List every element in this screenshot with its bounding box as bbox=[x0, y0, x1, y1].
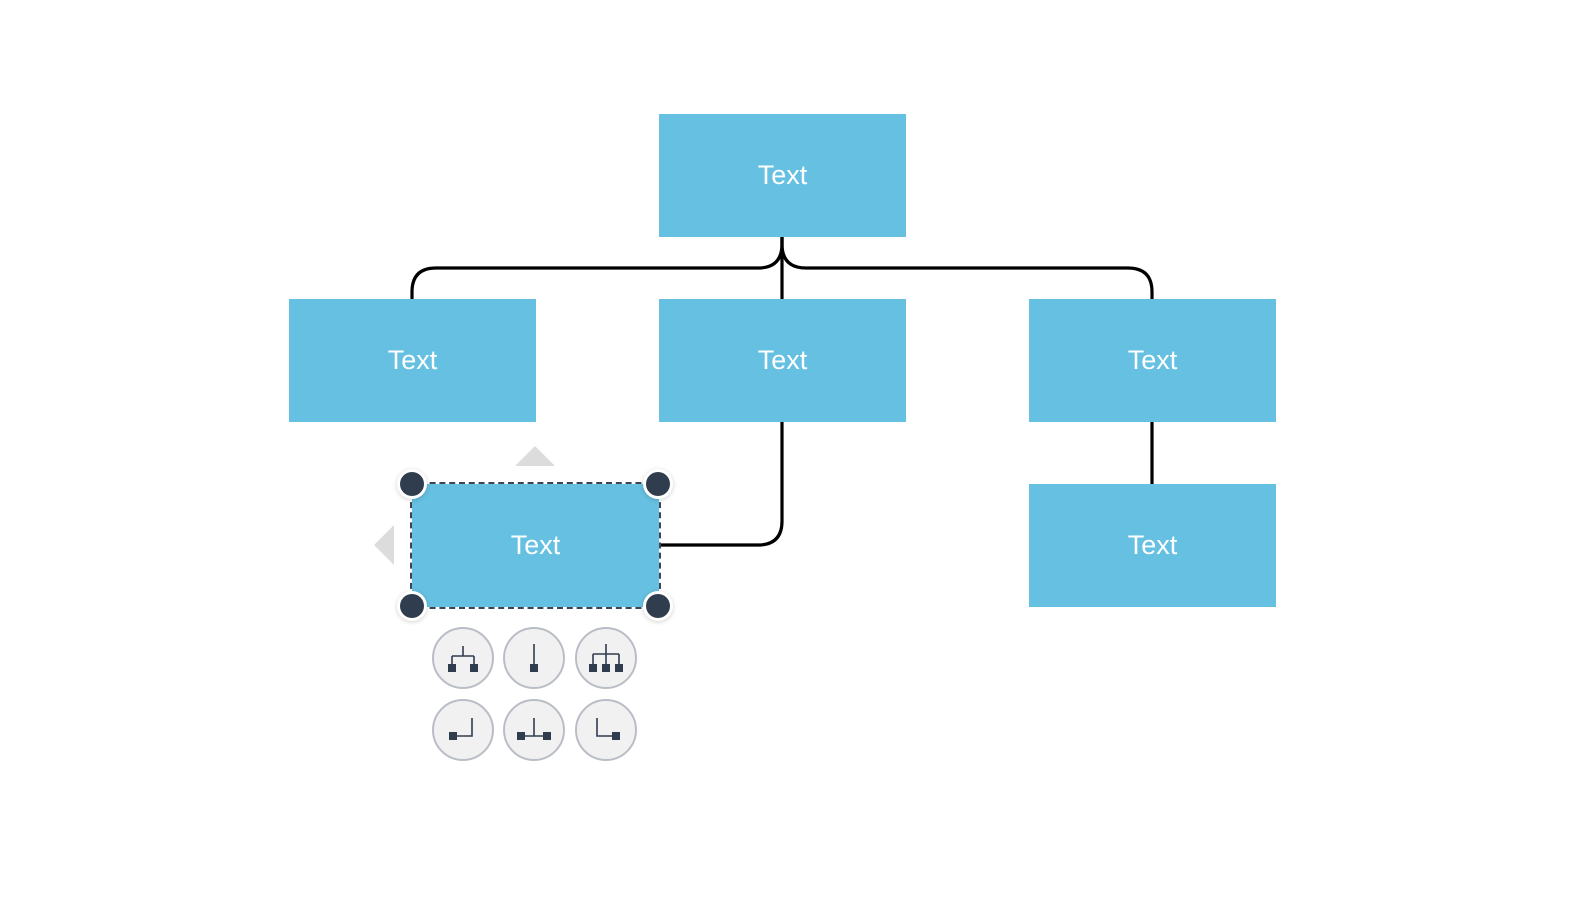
layout-option-split-both[interactable] bbox=[503, 699, 565, 761]
connector-root-right bbox=[780, 237, 1154, 299]
node-child-center[interactable]: Text bbox=[659, 299, 906, 422]
resize-handle-top-right[interactable] bbox=[646, 472, 670, 496]
tree-three-children-icon bbox=[589, 644, 623, 672]
node-child-right[interactable]: Text bbox=[1029, 299, 1276, 422]
layout-option-elbow-right[interactable] bbox=[575, 699, 637, 761]
node-grandchild-selected[interactable]: Text bbox=[410, 482, 661, 609]
node-root[interactable]: Text bbox=[659, 114, 906, 237]
single-child-vertical-icon bbox=[530, 644, 538, 672]
elbow-right-icon bbox=[596, 718, 620, 740]
tree-two-children-icon bbox=[448, 646, 478, 672]
add-left-arrow[interactable] bbox=[374, 525, 394, 565]
split-both-sides-icon bbox=[517, 718, 551, 740]
resize-handle-top-left[interactable] bbox=[400, 472, 424, 496]
node-grandchild-right[interactable]: Text bbox=[1029, 484, 1276, 607]
layout-option-single-child[interactable] bbox=[503, 627, 565, 689]
connector-center-selected bbox=[660, 421, 784, 547]
elbow-left-icon bbox=[449, 718, 473, 740]
add-above-arrow[interactable] bbox=[515, 446, 555, 466]
layout-option-elbow-left[interactable] bbox=[432, 699, 494, 761]
connector-root-left bbox=[410, 237, 784, 299]
resize-handle-bottom-left[interactable] bbox=[400, 594, 424, 618]
resize-handle-bottom-right[interactable] bbox=[646, 594, 670, 618]
layout-option-three-children[interactable] bbox=[575, 627, 637, 689]
node-child-left[interactable]: Text bbox=[289, 299, 536, 422]
layout-option-two-children[interactable] bbox=[432, 627, 494, 689]
